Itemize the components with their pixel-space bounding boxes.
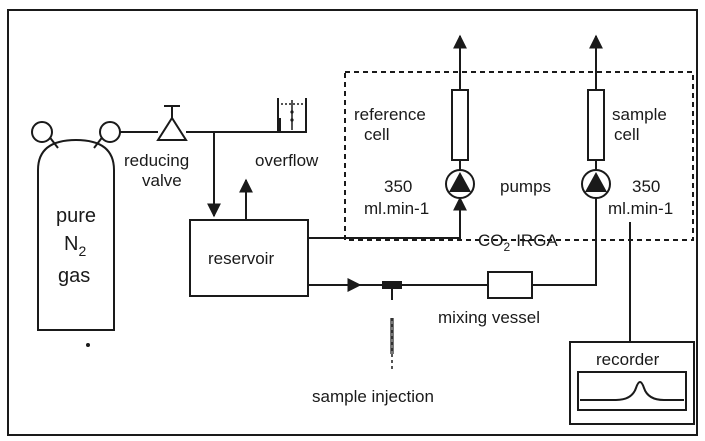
- flow-left-unit: ml.min-1: [364, 199, 429, 218]
- outer-frame: [7, 9, 698, 436]
- cylinder-gauge-right: [99, 121, 121, 143]
- flow-left-value: 350: [384, 177, 412, 196]
- reducing-valve: [156, 105, 188, 141]
- reservoir-box: [189, 219, 309, 297]
- reservoir-label: reservoir: [208, 249, 274, 268]
- flow-right-unit: ml.min-1: [608, 199, 673, 218]
- flow-right-value: 350: [632, 177, 660, 196]
- mixing-vessel-label: mixing vessel: [438, 308, 540, 327]
- sample-cell-label-2: cell: [614, 125, 640, 144]
- pumps-label: pumps: [500, 177, 551, 196]
- reference-cell-label-2: cell: [364, 125, 390, 144]
- overflow-label: overflow: [255, 151, 319, 170]
- sample-injection-label: sample injection: [312, 387, 434, 406]
- sample-cell: [587, 89, 605, 161]
- cylinder-gauge-left: [31, 121, 53, 143]
- cylinder-label-n: N2: [64, 233, 86, 259]
- reducing-valve-label-1: reducing: [124, 151, 189, 170]
- reference-cell: [451, 89, 469, 161]
- cylinder-label-pure: pure: [56, 205, 96, 227]
- sample-pump: [581, 169, 611, 199]
- injection-port: [382, 281, 402, 370]
- recorder: [569, 341, 695, 425]
- gas-cylinder: [31, 121, 121, 347]
- recorder-label: recorder: [596, 350, 660, 369]
- mixing-vessel-box: [487, 271, 533, 299]
- sample-cell-label-1: sample: [612, 105, 667, 124]
- reducing-valve-label-2: valve: [142, 171, 182, 190]
- overflow-beaker: [277, 98, 307, 133]
- irga-enclosure: [344, 71, 694, 241]
- cylinder-label-gas: gas: [58, 265, 90, 287]
- reference-pump: [445, 169, 475, 199]
- reference-cell-label-1: reference: [354, 105, 426, 124]
